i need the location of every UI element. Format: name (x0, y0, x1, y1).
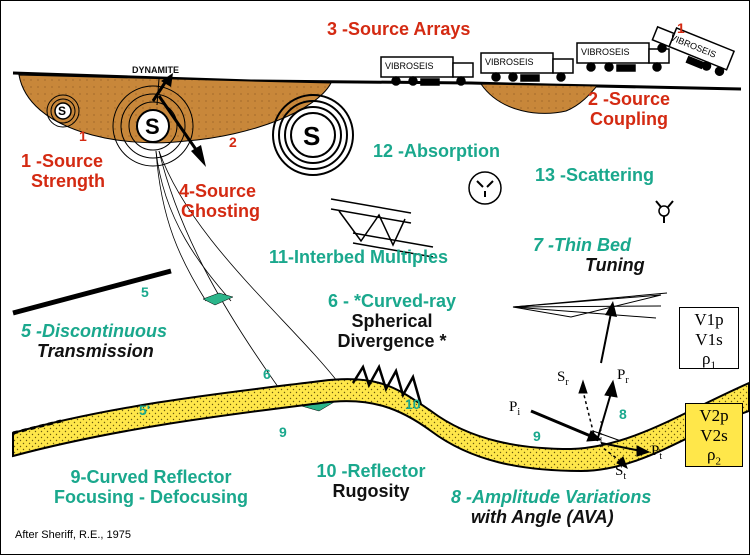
weathered-layer (18, 74, 332, 144)
dynamite-source (112, 85, 194, 167)
layer2-v2s: V2s (700, 425, 728, 445)
num8: 8 (619, 406, 627, 422)
num5-prime: 5' (139, 402, 151, 418)
num9-right: 9 (533, 428, 541, 444)
absorption-symbol (468, 171, 502, 205)
weathered-layer-right (480, 83, 599, 114)
num5: 5 (141, 284, 149, 300)
interbed-multiples (330, 198, 434, 258)
num1-top: 1 (677, 20, 685, 36)
rugosity-zigzag (351, 363, 423, 406)
layer1-v1s: V1s (695, 329, 723, 349)
thin-bed-wedge (512, 292, 668, 319)
truck-3 (576, 42, 670, 72)
layer2-properties-box: V2p V2s ρ2 (685, 403, 743, 467)
pr-label: Pr (617, 367, 629, 386)
wavefront-patch-1 (202, 292, 234, 306)
big-source (272, 94, 354, 176)
ray-fan (155, 150, 342, 392)
num10: 10 (405, 396, 421, 412)
pt-label: Pt (651, 443, 663, 462)
dynamite-source-s: S (145, 114, 160, 139)
layer1-properties-box: V1p V1s ρ1 (679, 307, 739, 372)
st-label: St (615, 463, 627, 482)
small-source-s: S (58, 104, 67, 118)
absorption-label: 12 -Absorption (373, 141, 501, 161)
ghosting-arrow (157, 95, 199, 152)
reflector-layer (12, 378, 749, 473)
scattering-label: 13 -Scattering (535, 165, 655, 185)
truck2-label: VIBROSEIS (485, 57, 534, 67)
num6: 6 (263, 366, 271, 382)
truck-2 (480, 52, 574, 82)
interbed-multiples-label: 11-Interbed Multiples (269, 247, 449, 267)
scattering-symbol (655, 200, 674, 223)
layer1-rho: ρ1 (702, 349, 716, 372)
truck1-label: VIBROSEIS (385, 61, 434, 71)
big-source-s: S (303, 121, 321, 151)
layer2-rho: ρ2 (707, 445, 721, 468)
layer1-v1p: V1p (694, 310, 724, 329)
ava-rays (530, 379, 651, 470)
credit-label: After Sheriff, R.E., 1975 (15, 529, 131, 541)
truck-1 (380, 56, 474, 86)
pi-label: Pi (509, 399, 521, 418)
sr-label: Sr (557, 369, 569, 388)
dynamite-label: DYNAMITE (132, 65, 179, 75)
num2-small: 2 (229, 134, 237, 150)
small-source (46, 94, 80, 128)
source-arrays-label: 3 -Source Arrays (327, 19, 471, 39)
layer2-v2p: V2p (699, 406, 729, 425)
truck-4-tilted (651, 25, 736, 77)
discontinuous-reflector (12, 268, 172, 316)
truck3-label: VIBROSEIS (581, 47, 630, 57)
num1-small: 1 (79, 128, 87, 144)
num9-left: 9 (279, 424, 287, 440)
